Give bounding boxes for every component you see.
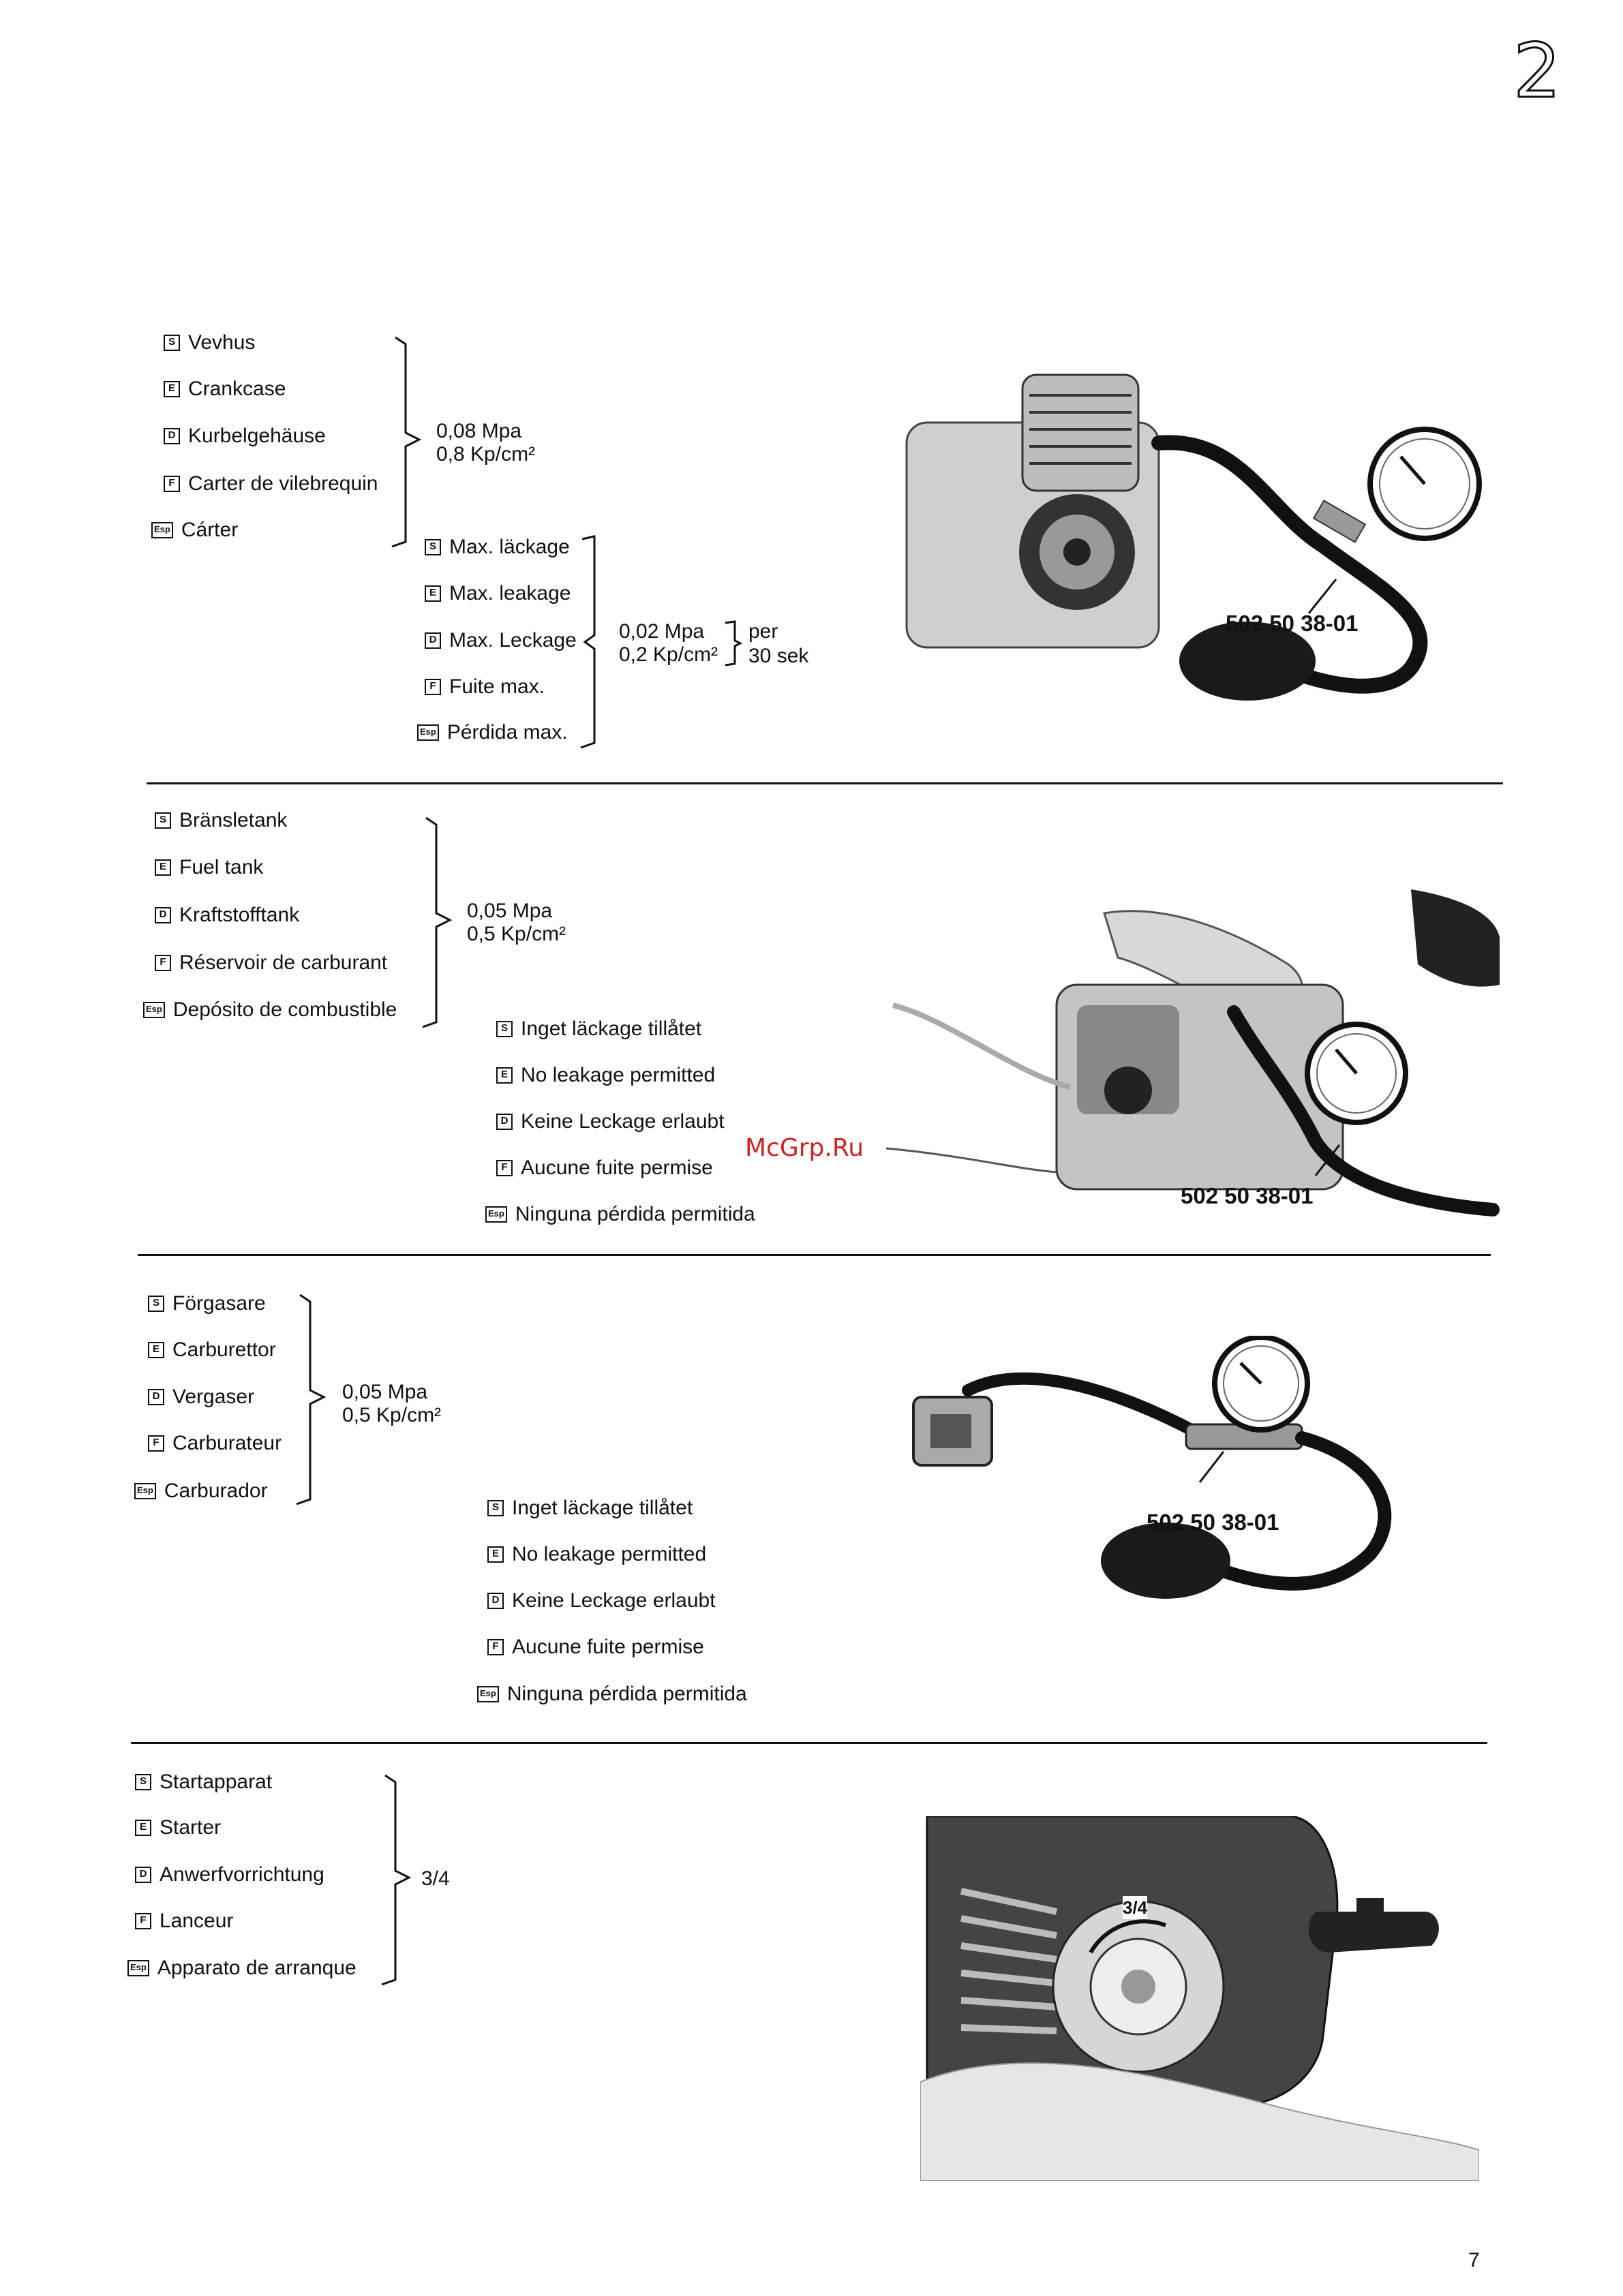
pressure-kp: 0,5 Kp/cm² [467,923,566,945]
divider [138,1254,1491,1256]
pressure-mpa: 0,05 Mpa [342,1381,428,1403]
leak-mpa: 0,02 Mpa [619,620,705,643]
carburettor-brace [296,1294,327,1505]
carburettor-test-photo [900,1336,1425,1636]
page-number: 7 [1468,2249,1480,2271]
part-number-label: 502 50 38-01 [1181,1183,1314,1208]
per-text: per [748,620,778,643]
starter-photo-mark: 3/4 [1123,1896,1148,1919]
per-brace [725,620,743,667]
starter-brace [381,1774,412,1986]
leak-brace [580,535,596,749]
watermark: McGrp.Ru [745,1134,864,1162]
section-number: 2 [1513,27,1562,116]
leak-kp: 0,2 Kp/cm² [619,643,718,666]
fuel-tank-test-photo [879,883,1500,1220]
fuel-tank-brace [422,816,453,1028]
divider [147,782,1503,784]
part-number-label: 502 50 38-01 [1226,611,1359,636]
starter-photo [920,1816,1479,2181]
pressure-kp: 0,8 Kp/cm² [436,443,536,465]
time-text: 30 sek [748,645,809,667]
crankcase-test-photo [886,348,1486,729]
pressure-kp: 0,5 Kp/cm² [342,1404,442,1426]
divider [131,1742,1487,1744]
part-number-label: 502 50 38-01 [1147,1510,1279,1535]
starter-value: 3/4 [421,1867,450,1890]
crankcase-brace [391,336,422,548]
pressure-mpa: 0,08 Mpa [436,420,522,442]
pressure-mpa: 0,05 Mpa [467,900,553,922]
